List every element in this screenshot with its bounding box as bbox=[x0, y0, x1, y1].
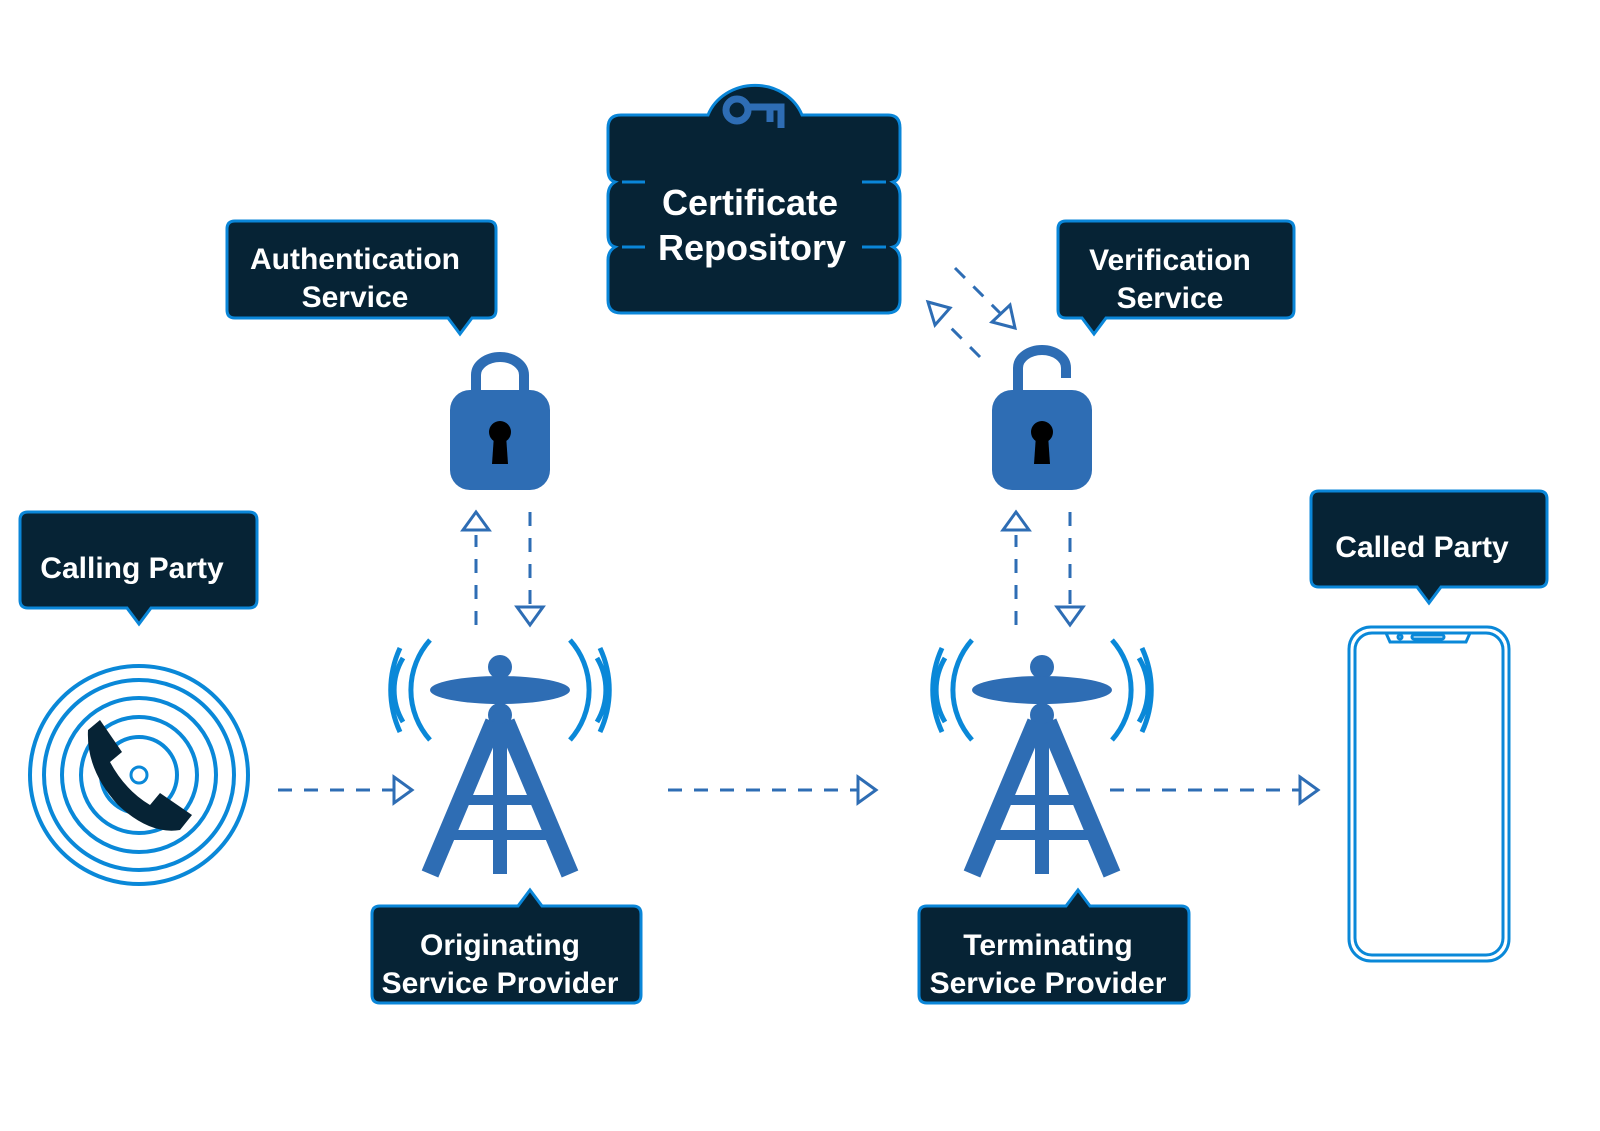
key-icon bbox=[722, 95, 785, 128]
called-party-callout: Called Party bbox=[1309, 489, 1549, 606]
lock-open-icon bbox=[992, 345, 1092, 490]
phone-handset-icon bbox=[87, 720, 192, 831]
verification-service-callout: Verification Service bbox=[1056, 219, 1296, 337]
svg-text:Certificate: Certificate bbox=[662, 182, 838, 223]
verification-label-line1: Verification bbox=[1089, 244, 1251, 277]
originating-label-line1: Originating bbox=[420, 929, 580, 962]
flow-arrows bbox=[278, 266, 1321, 806]
calling-party-icon bbox=[28, 664, 250, 886]
originating-tower-icon bbox=[391, 640, 612, 874]
certificate-label-line2: Repository bbox=[658, 227, 846, 268]
calling-party-callout: Calling Party bbox=[18, 510, 259, 627]
terminating-provider-callout: Terminating Service Provider bbox=[917, 887, 1191, 1005]
originating-label-line2: Service Provider bbox=[382, 967, 619, 1000]
certificate-repository-box: Certificate Repository bbox=[606, 83, 902, 315]
authentication-label-line2: Service bbox=[302, 281, 409, 314]
verification-label-line2: Service bbox=[1117, 282, 1224, 315]
authentication-label-line1: Authentication bbox=[250, 243, 460, 276]
called-party-label: Called Party bbox=[1335, 531, 1509, 564]
svg-text:Repository: Repository bbox=[658, 227, 846, 268]
terminating-tower-icon bbox=[933, 640, 1154, 874]
terminating-label-line2: Service Provider bbox=[930, 967, 1167, 1000]
lock-closed-icon bbox=[450, 352, 550, 490]
smartphone-icon bbox=[1347, 625, 1511, 963]
certificate-label-line1: Certificate bbox=[662, 182, 838, 223]
calling-party-label: Calling Party bbox=[40, 552, 224, 585]
originating-provider-callout: Originating Service Provider bbox=[370, 887, 643, 1005]
authentication-service-callout: Authentication Service bbox=[225, 219, 498, 337]
terminating-label-line1: Terminating bbox=[963, 929, 1132, 962]
